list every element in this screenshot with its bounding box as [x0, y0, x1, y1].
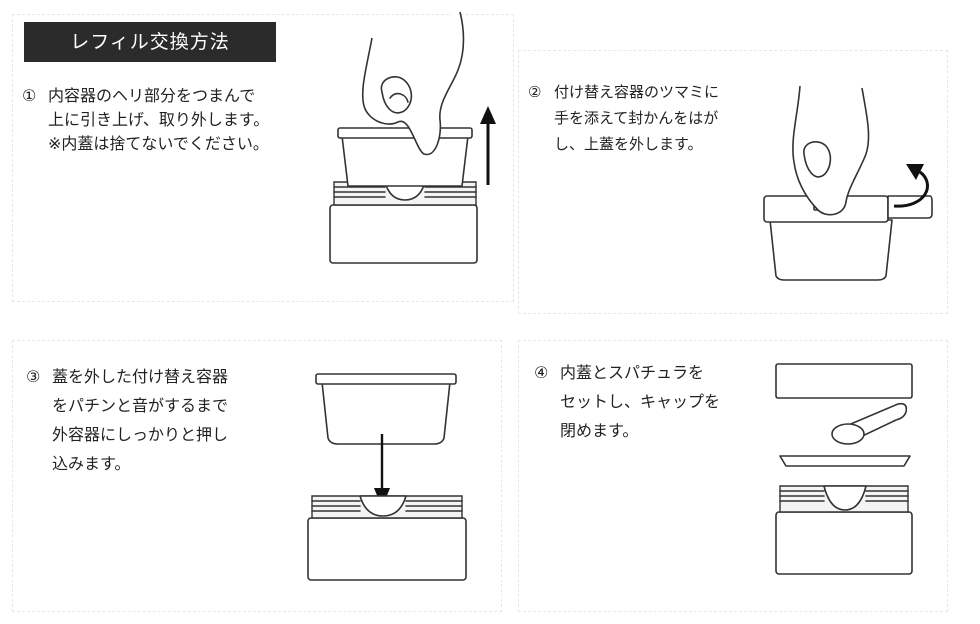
illustration-step3-push-refill: [307, 373, 467, 581]
refill-container: [315, 373, 457, 445]
hand-icon: [792, 85, 870, 216]
step-3-line-3: 外容器にしっかりと押し: [52, 425, 229, 444]
arrow-up-icon: [480, 106, 496, 185]
spatula-icon: [831, 402, 908, 445]
step-1-number: ①: [22, 86, 37, 105]
illustration-step2-peel-seal: [763, 85, 933, 281]
curved-arrow-icon: [893, 164, 929, 208]
outer-jar: [307, 495, 467, 581]
step-4-number: ④: [534, 363, 549, 382]
inner-container: [337, 127, 473, 187]
cap: [775, 363, 913, 399]
step-1-text: ① 内容器のヘリ部分をつまんで 上に引き上げ、取り外します。 ※内蓋は捨てないでく…: [22, 84, 269, 156]
step-4-text: ④ 内蓋とスパチュラを セットし、キャップを 閉めます。: [534, 358, 720, 445]
step-1-line-3: ※内蓋は捨てないでください。: [48, 134, 269, 153]
step-3-line-2: をパチンと音がするまで: [52, 396, 229, 415]
step-2-line-1: 付け替え容器のツマミに: [554, 83, 720, 101]
step-2-number: ②: [528, 83, 542, 101]
step-4-line-3: 閉めます。: [560, 421, 639, 440]
page-title: レフィル交換方法: [24, 22, 276, 62]
outer-jar: [329, 181, 478, 264]
step-4-line-1: 内蓋とスパチュラを: [560, 363, 705, 382]
step-4-line-2: セットし、キャップを: [560, 392, 721, 411]
illustration-step1-lift-inner-container: [329, 11, 496, 264]
step-3-text: ③ 蓋を外した付け替え容器 をパチンと音がするまで 外容器にしっかりと押し 込みま…: [26, 362, 228, 478]
step-2-line-2: 手を添えて封かんをはが: [554, 109, 719, 127]
step-3-number: ③: [26, 367, 41, 386]
step-3-line-1: 蓋を外した付け替え容器: [52, 367, 229, 386]
outer-jar: [775, 485, 913, 575]
hand-icon: [361, 11, 465, 156]
step-1-line-1: 内容器のヘリ部分をつまんで: [48, 86, 256, 105]
refill-container: [763, 195, 933, 281]
step-3-line-4: 込みます。: [52, 454, 131, 473]
inner-lid: [779, 455, 911, 467]
step-1-line-2: 上に引き上げ、取り外します。: [48, 110, 270, 129]
illustration-step4-assemble: [775, 363, 913, 575]
step-2-line-3: し、上蓋を外します。: [554, 135, 703, 153]
step-2-text: ② 付け替え容器のツマミに 手を添えて封かんをはが し、上蓋を外します。: [528, 79, 719, 157]
